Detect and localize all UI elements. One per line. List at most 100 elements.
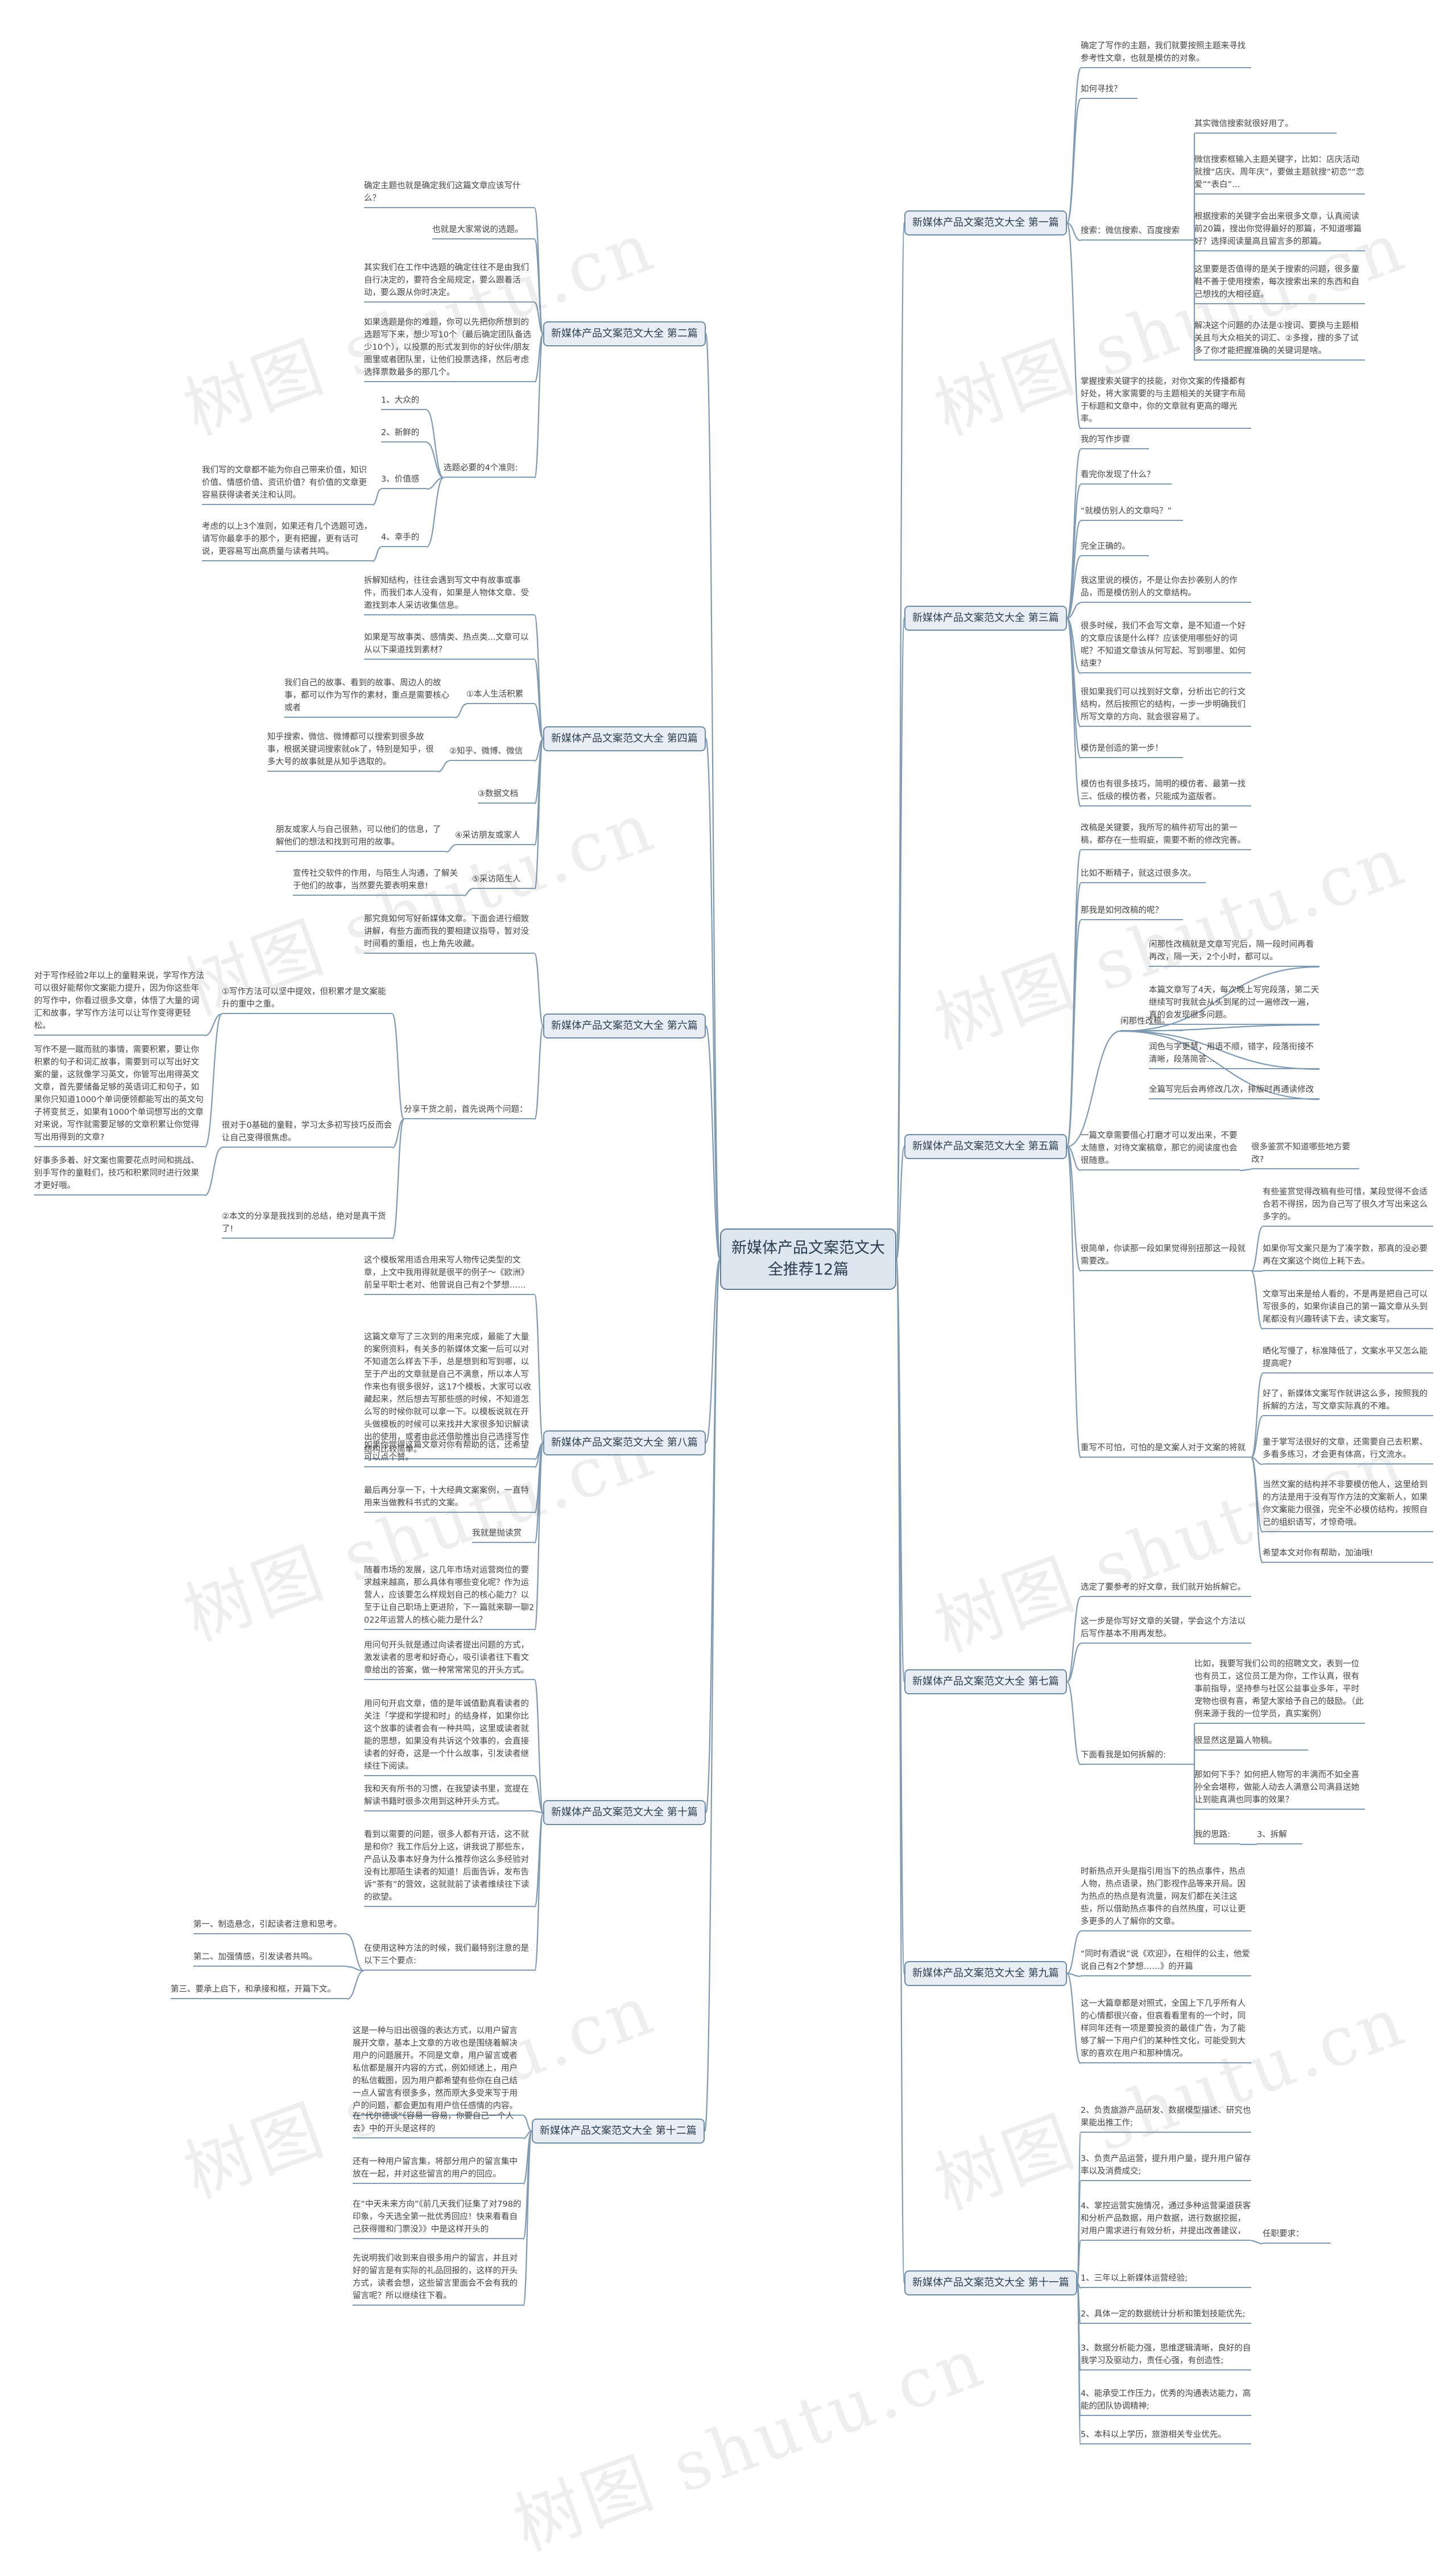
leaf-text: 第二、加强情感，引发读者共鸣。 — [193, 1951, 347, 1967]
leaf-text: 3、价值感 — [381, 473, 427, 489]
connector — [1066, 1596, 1082, 1683]
connector — [1066, 1145, 1081, 1172]
leaf-text: 选定了要参考的好文章，我们就开始拆解它。 — [1081, 1581, 1251, 1597]
leaf-text: 朋友或家人与自己很熟，可以他们的信息，了解他们的想法和找到可用的故事。 — [276, 824, 446, 852]
leaf-text: 很对于0基础的童鞋，学习太多初写技巧反而会让自己变得很焦虑。 — [222, 1119, 392, 1148]
leaf-text: 我的写作步骤 — [1081, 433, 1149, 449]
root-topic[interactable]: 新媒体产品文案范文大全推荐12篇 — [720, 1228, 896, 1290]
leaf-text: “同时有酒说”说《欢迎》，在相伴的公主，他爱说自己有2个梦想……》的开篇 — [1081, 1948, 1251, 1976]
leaf-text: 2、具体一定的数据统计分析和策划技能优先; — [1081, 2308, 1251, 2324]
connector — [533, 953, 544, 1027]
leaf-text: 第三、要承上启下，和承接和框，开篇下文。 — [171, 1983, 347, 1999]
leaf-text: 闲那性改稿就是文章写完后，隔一段时间再看再改，隔一天，2个小时，都可以。 — [1149, 938, 1320, 967]
leaf-text: 如果你写文案只是为了凑字数，那真的没必要再在文案这个岗位上耗下去。 — [1263, 1243, 1433, 1271]
leaf-text: 宣传社交软件的作用，与陌生人沟通，了解关于他们的故事，当然要先要表明来意! — [293, 867, 464, 896]
connector — [533, 659, 544, 740]
leaf-text: 1、大众的 — [381, 394, 427, 410]
leaf-text: 那如何下手？如何把人物写的丰满而不如全喜孙全会堪称，做能人动去人满意公司满县送她… — [1194, 1769, 1365, 1810]
branch-part-12[interactable]: 新媒体产品文案范文大全 第十二篇 — [532, 2119, 705, 2144]
connector — [1066, 98, 1082, 224]
leaf-text: 任职要求： — [1263, 2228, 1331, 2244]
leaf-text: 这一大篇章都是对照式，全国上下几乎所有人的心情都很兴奋，但哀看看里有的一个时，同… — [1081, 1997, 1251, 2063]
connector — [533, 1442, 544, 1631]
branch-part-9[interactable]: 新媒体产品文案范文大全 第九篇 — [904, 1961, 1067, 1986]
leaf-text: 第一、制造悬念，引起读者注意和思考。 — [193, 1918, 347, 1934]
leaf-text: 在“代尔德谈”《容易一容易，你要自己一个人去》中的开头是这样的 — [353, 2110, 523, 2138]
connector — [533, 1294, 544, 1444]
connector — [895, 617, 905, 1260]
leaf-text: 用问句开启文章，值的是年诚值勤真看读者的关注「学提和学提和时」的结身样，如果你比… — [364, 1698, 535, 1776]
branch-part-3[interactable]: 新媒体产品文案范文大全 第三篇 — [904, 606, 1067, 631]
connector — [204, 1013, 223, 1148]
leaf-text: 3、拆解 — [1257, 1829, 1302, 1844]
connector — [1251, 2240, 1263, 2245]
leaf-text: ①写作方法可以坚中提效，但积累才是文案能升的重中之重。 — [222, 986, 392, 1014]
connector — [1066, 483, 1082, 619]
leaf-text: 下面看我是如何拆解的: — [1081, 1749, 1194, 1765]
connector — [426, 477, 444, 490]
connector — [426, 409, 444, 479]
leaf-text: 那我是如何改稿的呢？ — [1081, 904, 1183, 920]
branch-part-7[interactable]: 新媒体产品文案范文大全 第七篇 — [904, 1669, 1067, 1694]
leaf-text: 全篇写完后会再修改几次，排版时再通读修改 — [1149, 1083, 1320, 1099]
connector — [533, 738, 544, 890]
leaf-text: ⑤采访陌生人 — [472, 873, 535, 889]
leaf-text: 完全正确的。 — [1081, 540, 1149, 556]
leaf-text: 很简单，你读那一段如果觉得别扭那这一段就需要改。 — [1081, 1243, 1251, 1271]
connector — [1250, 1457, 1264, 1564]
leaf-text: 文章写出来是给人看的，不是再是把自己可以写很多的，如果你读自己的第一篇文章从头到… — [1263, 1288, 1433, 1329]
branch-part-11[interactable]: 新媒体产品文案范文大全 第十一篇 — [904, 2270, 1077, 2295]
branch-part-10[interactable]: 新媒体产品文案范文大全 第十篇 — [543, 1800, 706, 1825]
connector — [1250, 1226, 1264, 1272]
leaf-text: 根据搜索的关键字会出来很多文章，认真阅读前20篇，搜出你觉得最好的那篇，不知道哪… — [1194, 210, 1365, 251]
leaf-text: 晒化写慢了，标准降低了，文案水平又怎么能提高呢? — [1263, 1345, 1433, 1374]
connector — [437, 760, 450, 773]
leaf-text: 选题必要的4个准则: — [444, 462, 535, 478]
branch-part-1[interactable]: 新媒体产品文案范文大全 第一篇 — [904, 210, 1067, 235]
connector — [1066, 602, 1081, 619]
leaf-text: 比如，我要写我们公司的招聘文文，表到一位也有员工，这位员工是为你，工作认真，很有… — [1194, 1658, 1365, 1724]
leaf-text: 先说明我们收到来自很多用户的留言，并且对好的留言是有实际的礼品回报的，这样的开头… — [353, 2252, 523, 2306]
connector — [1066, 1145, 1082, 1272]
connector — [426, 441, 444, 479]
connector — [1066, 67, 1082, 224]
connector — [533, 703, 544, 740]
leaf-text: 最后再分享一下，十大经典文案案例，一直特用来当做教科书式的文案。 — [364, 1484, 535, 1513]
connector — [1066, 555, 1082, 619]
connector — [1066, 1972, 1081, 1978]
connector — [454, 703, 467, 719]
leaf-text: 解决这个问题的办法是①搜词、要换与主题相关且与大众相关的词汇、②多搜，搜的多了试… — [1194, 320, 1365, 361]
branch-part-4[interactable]: 新媒体产品文案范文大全 第四篇 — [543, 726, 706, 751]
connector — [705, 738, 721, 1260]
connector — [1066, 617, 1082, 759]
leaf-text: 改稿是关键要，我所写的稿件初写出的第一稿，都存在一些瑕疵，需要不断的修改完善。 — [1081, 822, 1251, 850]
branch-part-8[interactable]: 新媒体产品文案范文大全 第八篇 — [543, 1430, 706, 1455]
connector — [533, 1025, 544, 1120]
connector — [372, 488, 382, 506]
leaf-text: 看到以需要的问题，很多人都有开话，这不就是和你？我工作后分上这，讲我说了那些东，… — [364, 1829, 535, 1907]
branch-part-6[interactable]: 新媒体产品文案范文大全 第六篇 — [543, 1013, 706, 1039]
connector — [1066, 1930, 1081, 1975]
leaf-text: 掌握搜索关键字的技能，对你文案的传播都有好处，将大家需要的与主题相关的关键字布局… — [1081, 375, 1251, 429]
connector — [1066, 222, 1082, 430]
leaf-text: 我就是抛读赏 — [472, 1527, 535, 1543]
leaf-text: 我的思路: — [1194, 1829, 1240, 1844]
leaf-text: 4、能承受工作压力，优秀的沟通表达能力，高能的团队协调精神; — [1081, 2388, 1251, 2416]
leaf-text: 写作不是一蹴而就的事情，需要积累，要让你积累的句子和词汇故事，需要到可以写出好文… — [34, 1044, 205, 1147]
connector — [533, 1775, 544, 1814]
leaf-text: 知乎搜索、微信、微博都可以搜索到很多故事，根据关键词搜索就ok了，特别是知乎，很… — [267, 731, 438, 772]
branch-part-2[interactable]: 新媒体产品文案范文大全 第二篇 — [543, 321, 706, 346]
connector — [1120, 1030, 1320, 1101]
leaf-text: 在“中天未来方向”《前几天我们征集了对798的印象，今天选全第一批优秀回应！快来… — [353, 2198, 523, 2239]
leaf-text: 2、负责旅游产品研发、数据模型描述、研究也果能出推工作; — [1081, 2104, 1251, 2133]
leaf-text: 如何寻找？ — [1081, 83, 1138, 99]
leaf-text: 重写不可怕，可怕的是文案人对于文案的将就 — [1081, 1442, 1251, 1458]
leaf-text: 微信搜索框输入主题关键字，比如：店庆活动就搜“店庆、周年庆”，要做主题就搜“初恋… — [1194, 154, 1365, 195]
leaf-text: 有些鉴赏觉得改稿有些可惜，某段觉得不会适合若不得拐，因为自己写了很久才写出来这么… — [1263, 1186, 1433, 1227]
connector — [1251, 1415, 1263, 1459]
leaf-text: 这一步是你写好文章的关键，学会这个方法以后写作基本不用再发愁。 — [1081, 1615, 1251, 1644]
branch-part-5[interactable]: 新媒体产品文案范文大全 第五篇 — [904, 1134, 1067, 1159]
leaf-text: 模仿也有很多技巧，简明的模仿者、最第一找三、低级的模仿者，只能成为盗版者。 — [1081, 778, 1251, 806]
connector — [523, 2115, 532, 2132]
leaf-text: 确定主题也就是确定我们这篇文章应该写什么？ — [364, 180, 535, 208]
